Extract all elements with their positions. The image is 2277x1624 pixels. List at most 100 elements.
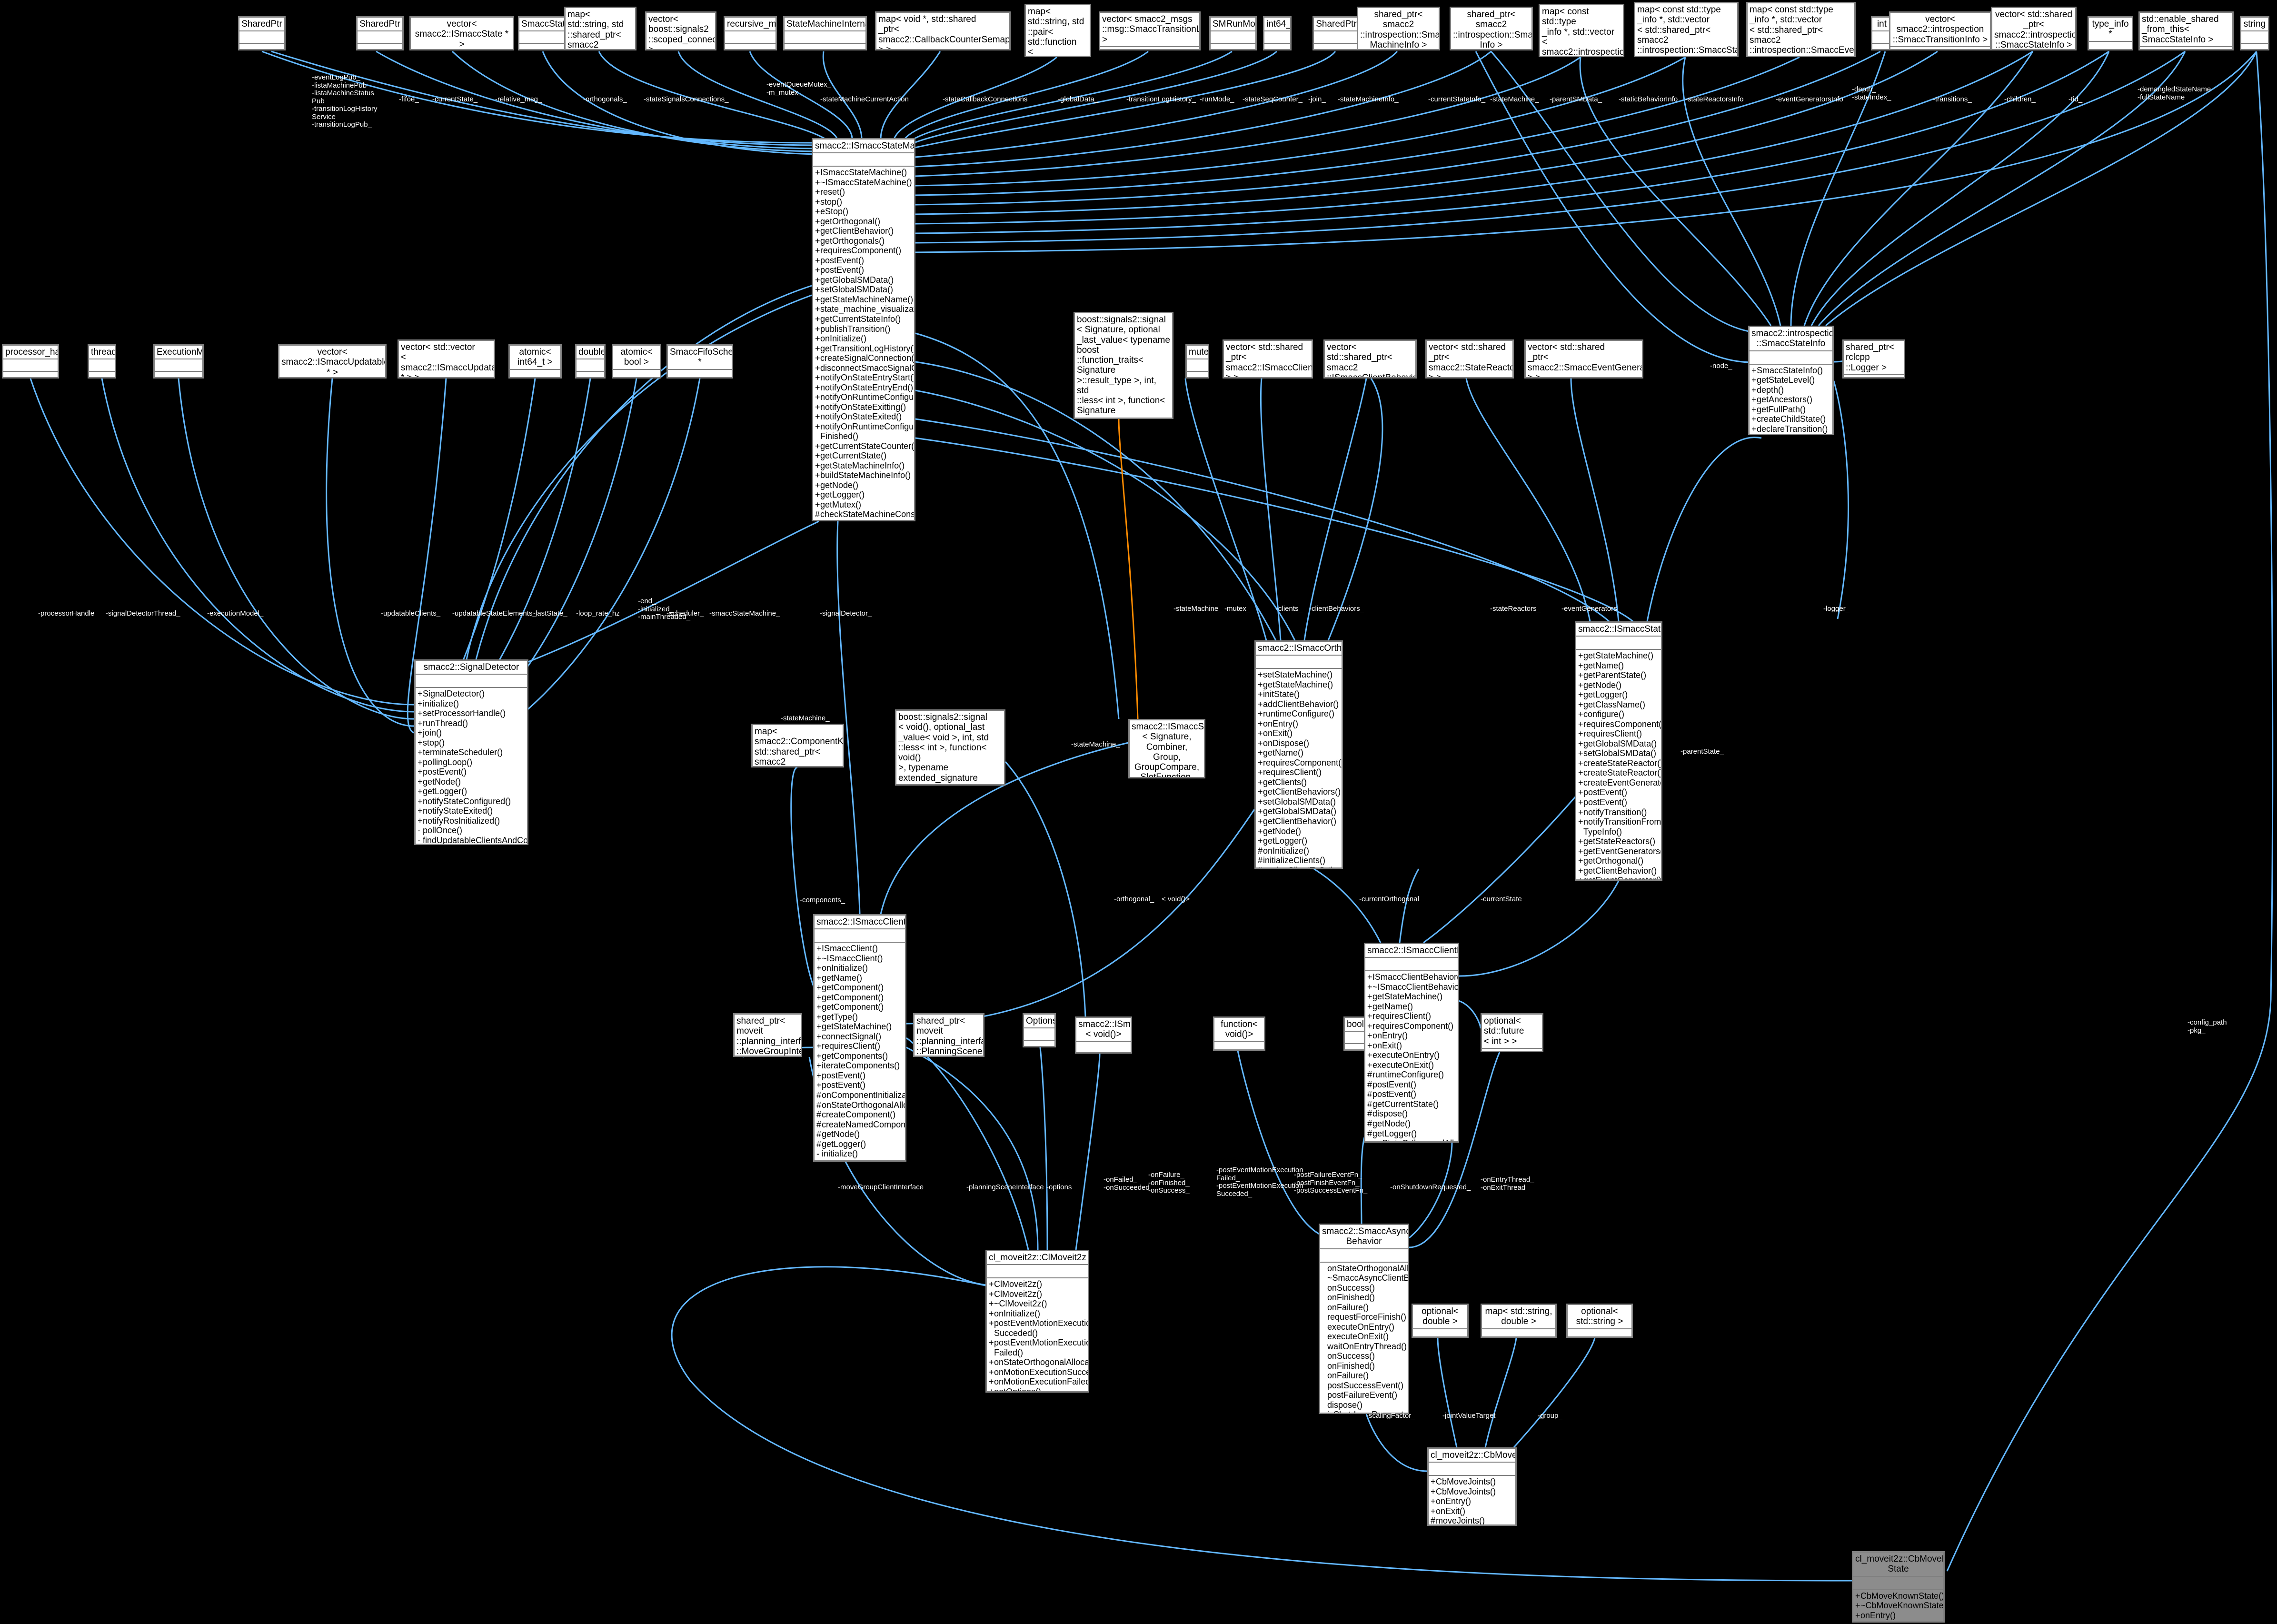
class-node-title: smacc2::ISmaccClientBehavior — [1365, 944, 1458, 958]
class-node-mapegi[interactable]: map< const std::type _info *, std::vecto… — [1746, 2, 1856, 57]
method-name: notifyTransitionFromTransition TypeInfo(… — [1583, 817, 1661, 837]
class-node-spsmi[interactable]: shared_ptr< smacc2 ::introspection::Smac… — [1357, 7, 1440, 50]
class-node-title: smacc2::introspection ::SmaccStateInfo — [1750, 327, 1832, 351]
class-node-planint2[interactable]: shared_ptr< moveit ::planning_interface … — [913, 1013, 984, 1057]
class-node-ismaccclient[interactable]: smacc2::ISmaccClient+ISmaccClient()+~ISm… — [813, 914, 906, 1162]
class-node-sharedptr1[interactable]: SharedPtr — [238, 16, 286, 50]
method-visibility: + — [418, 689, 423, 699]
class-method: +getGlobalSMData() — [1258, 807, 1340, 817]
edge-label: -parentState_ — [1680, 747, 1724, 756]
class-node-functionvoid[interactable]: function< void()> — [1213, 1016, 1265, 1051]
edge-label: -children_ — [2004, 95, 2036, 103]
class-node-ismaccstate[interactable]: smacc2::ISmaccState+getStateMachine()+ge… — [1575, 621, 1662, 881]
class-method: +postEvent() — [816, 1080, 903, 1090]
class-node-spssi[interactable]: shared_ptr< smacc2 ::introspection::Smac… — [1450, 7, 1533, 50]
class-node-vecspclient[interactable]: vector< std::shared _ptr< smacc2::ISmacc… — [1223, 339, 1313, 379]
class-method: #getCurrentState() — [1367, 1099, 1456, 1109]
class-node-mapstrpair[interactable]: map< std::string, std ::pair< std::funct… — [1024, 4, 1091, 57]
class-node-fifosched[interactable]: SmaccFifoScheduler * — [666, 344, 733, 379]
method-visibility: + — [815, 265, 820, 275]
class-node-mapvoidcb[interactable]: map< void *, std::shared _ptr< smacc2::C… — [875, 11, 1011, 50]
class-node-mapstrorth[interactable]: map< std::string, std ::shared_ptr< smac… — [564, 7, 636, 50]
method-name: ClMoveit2z() — [994, 1279, 1043, 1289]
class-method: +notifyOnStateEntryStart() — [815, 373, 914, 383]
class-node-clmoveit2z[interactable]: cl_moveit2z::ClMoveit2z+ClMoveit2z()+ClM… — [985, 1250, 1089, 1393]
class-node-boostsignal1[interactable]: boost::signals2::signal < Signature, opt… — [1074, 312, 1173, 419]
class-node-smia[interactable]: StateMachineInternalAction — [783, 16, 867, 50]
class-node-boolnode[interactable]: bool — [1343, 1016, 1365, 1051]
class-node-title: smacc2::ISmaccClient — [815, 916, 905, 930]
class-node-smaccasyncclientbehavior[interactable]: smacc2::SmaccAsyncClient Behavior onStat… — [1319, 1224, 1409, 1414]
class-node-planninginterface[interactable]: shared_ptr< moveit ::planning_interface … — [733, 1013, 802, 1057]
class-node-recmutex[interactable]: recursive_mutex — [724, 16, 777, 50]
method-name: onDispose() — [1263, 738, 1310, 748]
class-node-mutexn[interactable]: mutex — [1185, 344, 1209, 379]
class-node-atomicbool[interactable]: atomic< bool > — [612, 344, 661, 379]
class-node-options[interactable]: Options — [1023, 1013, 1056, 1047]
class-node-attributes — [987, 1265, 1088, 1279]
class-node-thread[interactable]: thread — [88, 344, 116, 379]
class-node-vecspssi[interactable]: vector< std::shared _ptr< smacc2::intros… — [1991, 7, 2077, 50]
method-visibility: + — [1431, 1506, 1436, 1516]
class-node-smaccstateinfo[interactable]: smacc2::introspection ::SmaccStateInfo+S… — [1748, 326, 1834, 435]
class-node-vectranslog[interactable]: vector< smacc2_msgs ::msg::SmaccTransiti… — [1099, 11, 1201, 50]
method-visibility: + — [1258, 767, 1263, 777]
class-node-smaccsignal1[interactable]: smacc2::ISmaccSignal < Signature, Combin… — [1128, 719, 1205, 778]
class-node-stringnode[interactable]: string — [2240, 16, 2269, 50]
class-node-mapcbinfo[interactable]: map< const std::type _info *, std::vecto… — [1539, 4, 1624, 57]
class-node-cbmoveknownstate[interactable]: cl_moveit2z::CbMoveKnown State+CbMoveKno… — [1852, 1551, 1945, 1623]
edge-label: < void()> — [1162, 895, 1190, 903]
class-node-vecspeg[interactable]: vector< std::shared _ptr< smacc2::SmaccE… — [1524, 339, 1643, 379]
class-node-vectrinfo[interactable]: vector< smacc2::introspection ::SmaccTra… — [1889, 11, 1991, 50]
method-name: notifyStateConfigured() — [423, 796, 511, 806]
method-visibility: + — [816, 1002, 822, 1012]
method-visibility: + — [1751, 414, 1757, 424]
class-node-smaccstatemachine[interactable]: smacc2::ISmaccStateMachine+ISmaccStateMa… — [812, 138, 915, 521]
class-node-cbmovejoints[interactable]: cl_moveit2z::CbMoveJoints+CbMoveJoints()… — [1427, 1447, 1517, 1526]
method-name: runtimeConfigure() — [1372, 1070, 1444, 1080]
class-node-vecstate[interactable]: vector< smacc2::ISmaccState * > — [409, 16, 514, 50]
class-node-smrunmode[interactable]: SMRunMode — [1209, 16, 1257, 50]
class-node-vecspcb[interactable]: vector< std::shared_ptr< smacc2 ::ISmacc… — [1323, 339, 1417, 379]
class-method: +getClients() — [1258, 777, 1340, 787]
class-node-methods — [358, 44, 402, 49]
class-node-boostsignal2[interactable]: boost::signals2::signal < void(), option… — [895, 709, 1005, 786]
class-node-signaldetector[interactable]: smacc2::SignalDetector+SignalDetector()+… — [414, 659, 528, 845]
method-name: createNamedComponent() — [822, 1119, 906, 1129]
class-node-ismaccorthogonal[interactable]: smacc2::ISmaccOrthogonal+setStateMachine… — [1254, 640, 1343, 869]
class-node-sharedptr2[interactable]: SharedPtr — [356, 16, 404, 50]
class-node-typeinfo[interactable]: type_info * — [2088, 16, 2133, 50]
class-node-smaccsignal2[interactable]: smacc2::ISmaccSignal < void()> — [1075, 1016, 1132, 1054]
class-node-vecspsr[interactable]: vector< std::shared _ptr< smacc2::StateR… — [1425, 339, 1514, 379]
class-method: +runtimeConfigure() — [1258, 709, 1340, 719]
class-node-vecvecupd[interactable]: vector< std::vector < smacc2::ISmaccUpda… — [398, 339, 495, 379]
class-node-int64t[interactable]: int64_t — [1263, 16, 1292, 50]
method-visibility: # — [815, 519, 820, 520]
class-node-rclcpplogger[interactable]: shared_ptr< rclcpp ::Logger > — [1842, 339, 1905, 379]
class-node-vecupd[interactable]: vector< smacc2::ISmaccUpdatable * > — [278, 344, 387, 379]
class-node-doublen[interactable]: double — [575, 344, 606, 379]
method-name: onMotionExecutionSuccedded() — [994, 1367, 1088, 1377]
class-method: +ISmaccStateMachine() — [815, 168, 912, 178]
class-node-vecscoped[interactable]: vector< boost::signals2 ::scoped_connect… — [645, 11, 716, 50]
class-node-optstring[interactable]: optional< std::string > — [1566, 1304, 1633, 1338]
method-visibility: - — [1367, 1138, 1372, 1141]
class-method: +getStateMachine() — [1578, 651, 1659, 661]
class-node-sharedptr3[interactable]: SharedPtr — [1313, 16, 1360, 50]
class-node-proc_handle[interactable]: processor_handle — [2, 344, 59, 379]
class-node-methods: +ISmaccClientBehavior()+~ISmaccClientBeh… — [1365, 971, 1458, 1141]
class-node-execmodel[interactable]: ExecutionModel — [153, 344, 204, 379]
class-node-optfuture[interactable]: optional< std::future < int > > — [1481, 1013, 1543, 1052]
class-node-smaccstatus[interactable]: SmaccStatus — [518, 16, 573, 50]
class-node-atomicint64[interactable]: atomic< int64_t > — [508, 344, 562, 379]
class-node-enableshared[interactable]: std::enable_shared _from_this< SmaccStat… — [2138, 11, 2234, 50]
class-method: +onInitialize() — [989, 1309, 1086, 1319]
class-node-mapstrdouble[interactable]: map< std::string, double > — [1481, 1304, 1557, 1338]
class-node-mapcomponent[interactable]: map< smacc2::ComponentKey, std::shared_p… — [751, 724, 844, 767]
class-method: +getAncestors() — [1751, 395, 1830, 405]
class-node-title: recursive_mutex — [725, 18, 776, 32]
method-visibility: + — [1578, 817, 1583, 827]
class-node-mapsri[interactable]: map< const std::type _info *, std::vecto… — [1634, 2, 1739, 57]
class-node-optdouble[interactable]: optional< double > — [1412, 1304, 1469, 1338]
class-node-ismaccclientbehavior[interactable]: smacc2::ISmaccClientBehavior+ISmaccClien… — [1364, 943, 1459, 1143]
